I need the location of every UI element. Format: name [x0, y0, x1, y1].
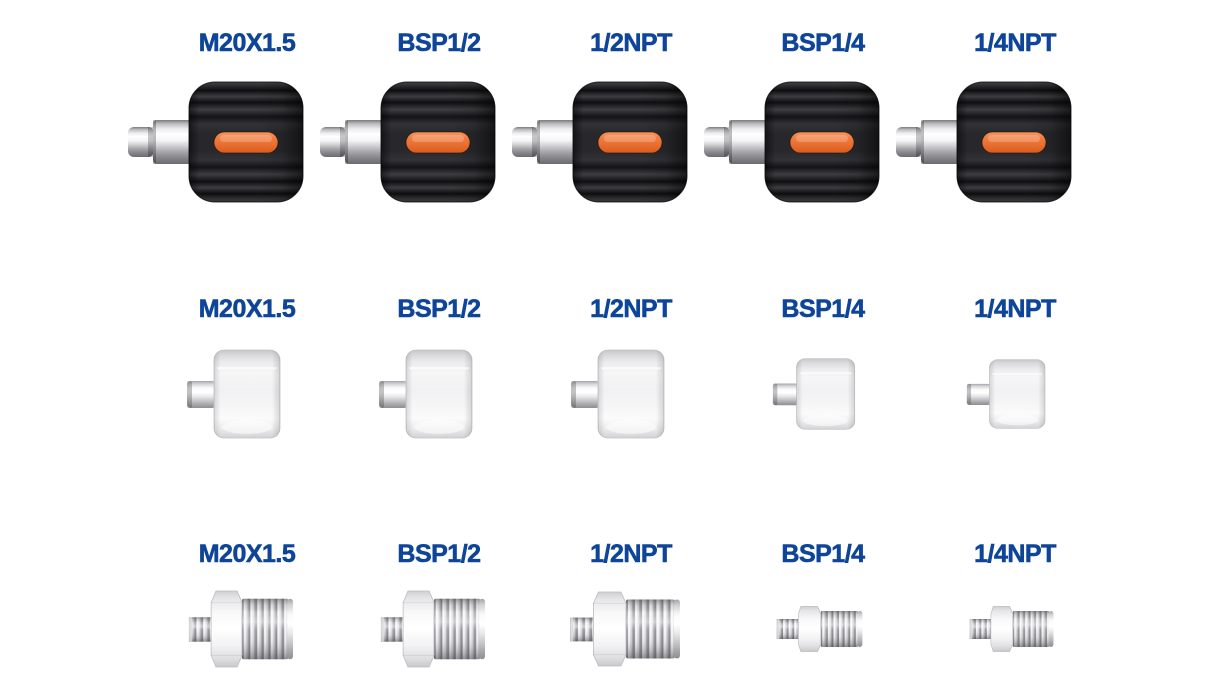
- product-cell: BSP1/2: [343, 541, 535, 669]
- female-adapter-image: [186, 348, 286, 440]
- product-image-box: [972, 589, 1058, 669]
- female-adapter-image: [570, 348, 670, 440]
- row-black-knob-connectors: M20X1.5 BSP1/2 1/2NPT BSP1/4 1/4NPT: [151, 30, 1111, 204]
- thread-size-label: BSP1/4: [781, 295, 865, 323]
- product-cell: 1/4NPT: [919, 30, 1111, 204]
- thread-size-label: BSP1/4: [781, 540, 865, 568]
- thread-size-label: M20X1.5: [198, 540, 296, 568]
- thread-size-label: M20X1.5: [198, 29, 296, 57]
- product-cell: BSP1/2: [343, 296, 535, 440]
- product-image-box: [779, 348, 867, 440]
- product-cell: 1/4NPT: [919, 541, 1111, 669]
- thread-size-label: M20X1.5: [198, 295, 296, 323]
- product-image-box: [389, 348, 489, 440]
- product-cell: BSP1/4: [727, 541, 919, 669]
- product-image-box: [926, 80, 1104, 204]
- row-male-thread-adapters: M20X1.5 BSP1/2 1/2NPT BSP1/4 1/4NPT: [151, 541, 1111, 669]
- product-cell: M20X1.5: [151, 30, 343, 204]
- product-image-box: [194, 589, 300, 669]
- product-cell: BSP1/4: [727, 30, 919, 204]
- product-image-box: [542, 80, 720, 204]
- thread-size-label: 1/4NPT: [974, 29, 1057, 57]
- knob-connector-image: [703, 80, 881, 204]
- product-cell: 1/2NPT: [535, 296, 727, 440]
- product-cell: 1/4NPT: [919, 296, 1111, 440]
- male-adapter-image: [969, 606, 1055, 652]
- thread-size-label: 1/2NPT: [590, 540, 673, 568]
- product-cell: BSP1/4: [727, 296, 919, 440]
- product-image-box: [350, 80, 528, 204]
- thread-size-label: 1/4NPT: [974, 540, 1057, 568]
- male-adapter-image: [188, 590, 294, 668]
- female-adapter-image: [966, 358, 1050, 430]
- product-cell: BSP1/2: [343, 30, 535, 204]
- product-image-box: [386, 589, 492, 669]
- male-adapter-image: [380, 590, 486, 668]
- thread-size-label: 1/2NPT: [590, 295, 673, 323]
- female-adapter-image: [378, 348, 478, 440]
- thread-size-label: BSP1/2: [397, 29, 481, 57]
- product-image-box: [734, 80, 912, 204]
- knob-connector-image: [511, 80, 689, 204]
- knob-connector-image: [895, 80, 1073, 204]
- male-adapter-image: [569, 591, 681, 667]
- product-cell: M20X1.5: [151, 296, 343, 440]
- knob-connector-image: [319, 80, 497, 204]
- product-image-box: [575, 589, 687, 669]
- product-image-box: [779, 589, 867, 669]
- product-cell: 1/2NPT: [535, 30, 727, 204]
- product-cell: 1/2NPT: [535, 541, 727, 669]
- male-adapter-image: [776, 606, 864, 652]
- female-adapter-image: [772, 357, 860, 431]
- product-image-box: [158, 80, 336, 204]
- thread-size-label: 1/2NPT: [590, 29, 673, 57]
- knob-connector-image: [127, 80, 305, 204]
- product-cell: M20X1.5: [151, 541, 343, 669]
- product-image-box: [581, 348, 681, 440]
- thread-size-label: BSP1/2: [397, 295, 481, 323]
- thread-size-label: 1/4NPT: [974, 295, 1057, 323]
- thread-size-label: BSP1/2: [397, 540, 481, 568]
- row-female-thread-adapters: M20X1.5 BSP1/2 1/2NPT BSP1/4 1/4NPT: [151, 296, 1111, 440]
- thread-size-label: BSP1/4: [781, 29, 865, 57]
- product-image-box: [197, 348, 297, 440]
- product-image-box: [973, 348, 1057, 440]
